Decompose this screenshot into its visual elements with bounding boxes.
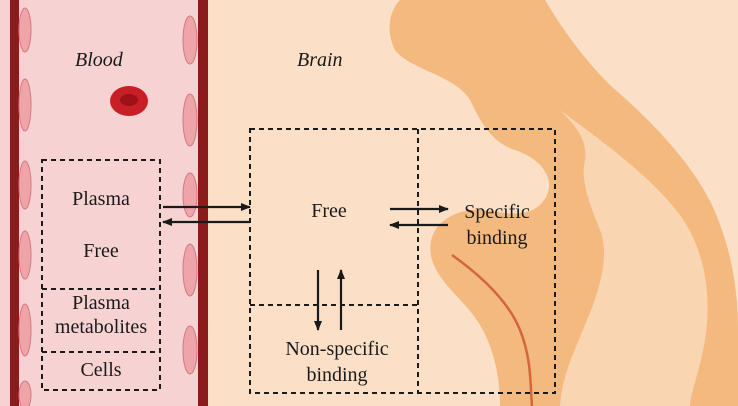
free-plasma-label: Free — [83, 240, 119, 263]
blood-heading: Blood — [75, 49, 123, 72]
brain-heading: Brain — [297, 49, 343, 72]
plasma-metabolites-label-line2: metabolites — [55, 316, 147, 339]
nonspecific-binding-label-line2: binding — [306, 364, 367, 387]
nonspecific-binding-label-line1: Non-specific — [285, 338, 388, 361]
red-blood-cell-icon — [110, 86, 148, 116]
vessel-wall-right — [198, 0, 208, 406]
specific-binding-label-line2: binding — [466, 227, 527, 250]
plasma-metabolites-label-line1: Plasma — [72, 292, 130, 315]
free-brain-label: Free — [311, 200, 347, 223]
plasma-label: Plasma — [72, 188, 130, 211]
vessel-wall-left — [10, 0, 19, 406]
cells-label: Cells — [80, 359, 121, 382]
specific-binding-label-line1: Specific — [464, 201, 530, 224]
